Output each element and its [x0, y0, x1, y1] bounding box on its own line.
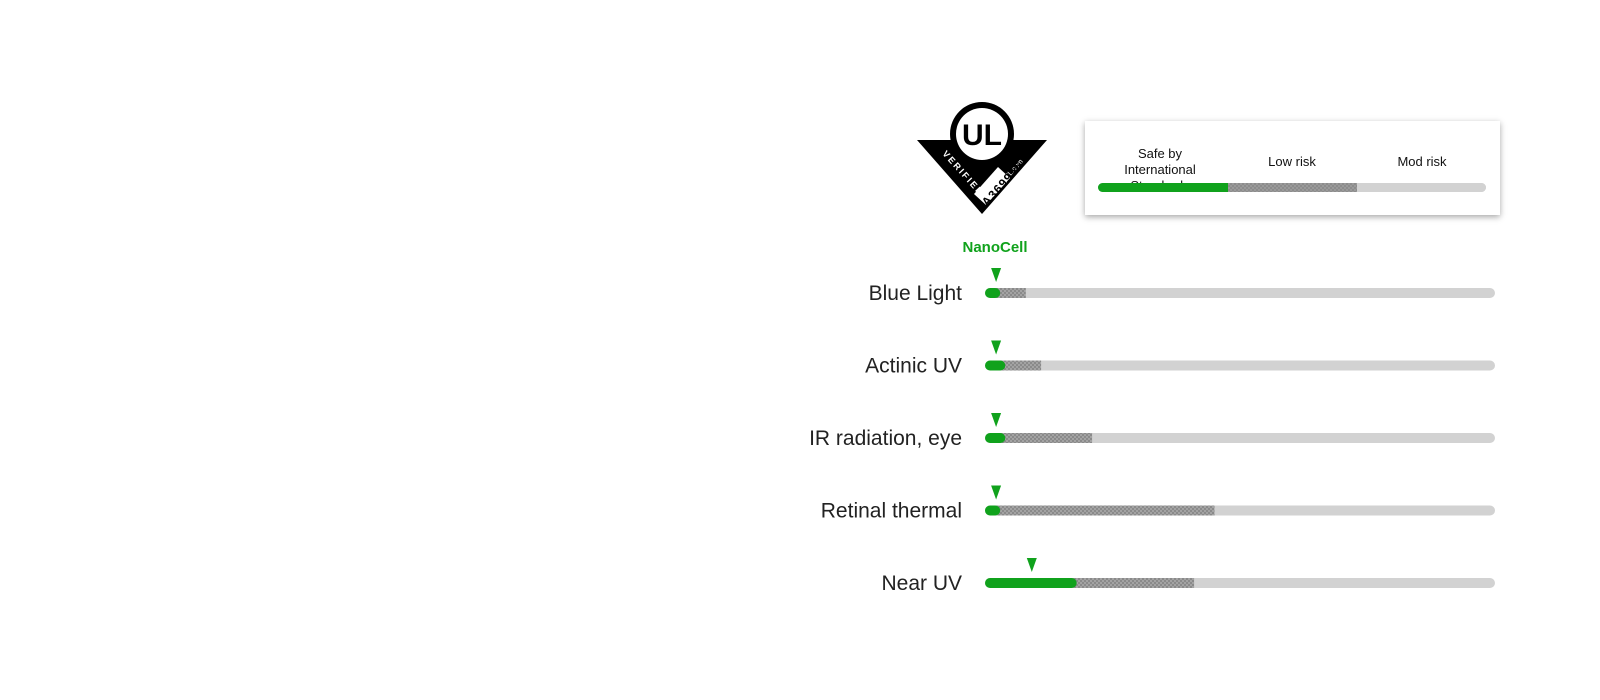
chart-row: Blue Light	[869, 268, 1495, 305]
nanocell-marker	[991, 485, 1002, 500]
ul-badge-triangle	[917, 140, 1047, 214]
bar-track	[985, 288, 1495, 298]
nanocell-label: NanoCell	[962, 239, 1028, 256]
row-label: Blue Light	[869, 282, 963, 305]
legend-safe-line1: Safe by	[1137, 146, 1183, 161]
nanocell-marker	[1026, 558, 1037, 572]
row-label: Retinal thermal	[821, 500, 962, 523]
nanocell-marker	[991, 268, 1002, 282]
row-label: Actinic UV	[865, 355, 962, 378]
bar-safe	[985, 505, 1001, 516]
chart-row: Near UV	[881, 558, 1495, 595]
legend-bar-low-risk	[1228, 183, 1357, 192]
chart-row: IR radiation, eye	[809, 413, 1495, 450]
bar-safe	[985, 433, 1006, 443]
ul-verified-logo: UL VERIFIED verifyUL.com A369956	[917, 102, 1047, 214]
risk-legend: Safe by International Standards Low risk…	[1085, 121, 1500, 215]
bar-low-risk	[995, 505, 1215, 516]
chart-row: Actinic UV	[865, 340, 1495, 378]
bar-track	[985, 433, 1495, 443]
bar-low-risk	[995, 288, 1026, 298]
bar-track	[985, 360, 1495, 371]
row-label: Near UV	[881, 572, 962, 595]
nanocell-marker	[991, 340, 1002, 355]
legend-label-low-risk: Low risk	[1227, 154, 1357, 170]
bar-safe	[985, 578, 1077, 588]
legend-bar	[1098, 183, 1486, 192]
chart-row: Retinal thermal	[821, 485, 1495, 523]
legend-bar-safe	[1098, 183, 1228, 192]
legend-mod-risk-text: Mod risk	[1397, 154, 1447, 169]
ul-brand-text: UL	[962, 119, 1002, 152]
legend-bar-mod-risk	[1357, 183, 1486, 192]
bar-safe	[985, 288, 1001, 298]
legend-label-mod-risk: Mod risk	[1357, 154, 1487, 170]
bar-low-risk	[1000, 433, 1093, 443]
row-label: IR radiation, eye	[809, 427, 962, 450]
nanocell-marker	[991, 413, 1002, 427]
bar-safe	[985, 360, 1006, 371]
bar-low-risk	[1000, 360, 1042, 371]
legend-low-risk-text: Low risk	[1268, 154, 1316, 169]
bar-low-risk	[1071, 578, 1195, 588]
